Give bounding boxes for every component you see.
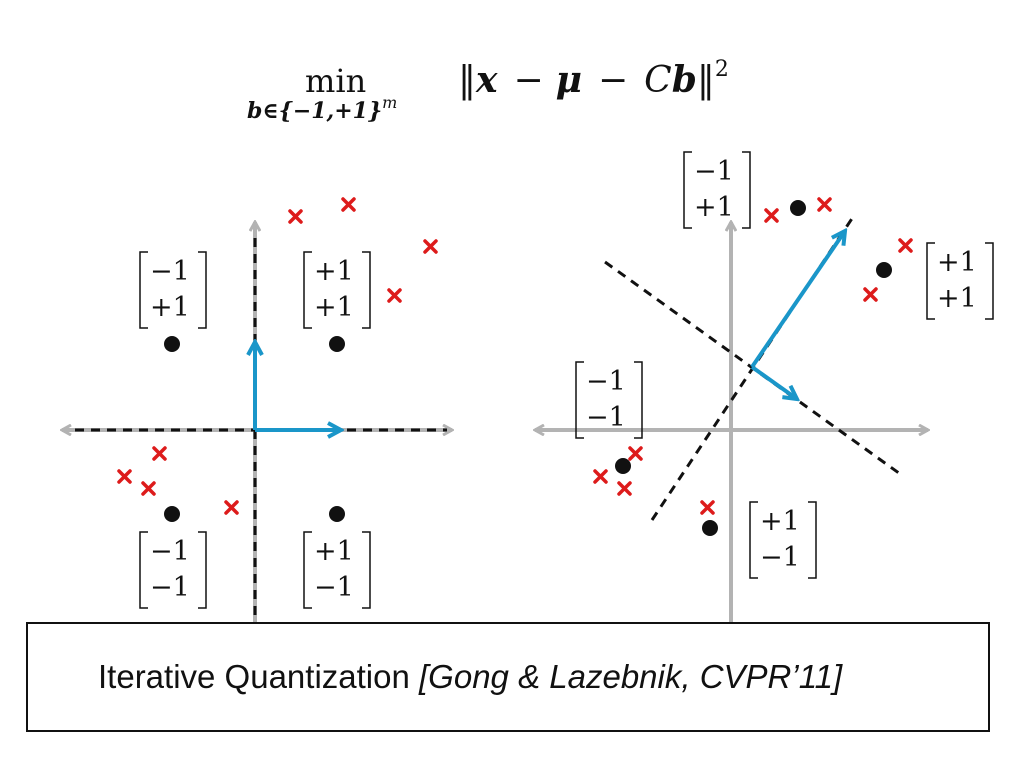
dot-icon xyxy=(615,458,631,474)
dot-icon xyxy=(164,506,180,522)
right-label-neg-pos: −1 +1 xyxy=(683,151,751,229)
formula-b: b xyxy=(672,59,697,101)
label-top: −1 xyxy=(150,536,190,567)
label-top: +1 xyxy=(937,247,977,278)
cross-icon xyxy=(898,238,913,253)
label-bottom: +1 xyxy=(937,283,977,314)
right-label-neg-neg: −1 −1 xyxy=(575,361,643,439)
left-label-neg-pos: −1 +1 xyxy=(139,251,207,329)
right-basis-arrow-1 xyxy=(750,231,845,369)
cross-icon xyxy=(387,288,402,303)
formula-subscript: b∈{−1,+1}m xyxy=(247,93,397,124)
label-top: −1 xyxy=(586,366,626,397)
label-bottom: +1 xyxy=(314,292,354,323)
left-label-neg-neg: −1 −1 xyxy=(139,531,207,609)
label-bottom: −1 xyxy=(150,572,190,603)
dot-icon xyxy=(329,336,345,352)
label-bottom: −1 xyxy=(314,572,354,603)
dot-icon xyxy=(702,520,718,536)
cross-icon xyxy=(817,197,832,212)
label-top: −1 xyxy=(694,156,734,187)
caption-citation: [Gong & Lazebnik, CVPR’11] xyxy=(419,658,843,695)
dot-icon xyxy=(164,336,180,352)
caption-title: Iterative Quantization xyxy=(98,658,420,695)
cross-icon xyxy=(423,239,438,254)
formula-subscript-set: b∈{−1,+1} xyxy=(247,98,382,124)
label-top: +1 xyxy=(314,536,354,567)
right-basis-arrow-2 xyxy=(750,365,797,399)
label-bottom: +1 xyxy=(150,292,190,323)
cross-icon xyxy=(628,446,643,461)
cross-icon xyxy=(152,446,167,461)
cross-icon xyxy=(341,197,356,212)
cross-icon xyxy=(224,500,239,515)
formula-min: min xyxy=(305,62,366,100)
left-label-pos-pos: +1 +1 xyxy=(303,251,371,329)
formula-norm-close: ‖ xyxy=(697,60,715,101)
right-panel: −1 +1 +1 +1 −1 −1 +1 −1 xyxy=(535,151,994,625)
formula-minus-2: − xyxy=(598,60,628,101)
formula-x: x xyxy=(475,59,498,101)
cross-icon xyxy=(863,287,878,302)
formula-norm-expression: ‖x−μ−Cb‖2 xyxy=(458,57,729,101)
label-bottom: −1 xyxy=(586,402,626,433)
dot-icon xyxy=(329,506,345,522)
label-top: −1 xyxy=(150,256,190,287)
cross-icon xyxy=(141,481,156,496)
formula-subscript-power: m xyxy=(382,93,397,112)
cross-icon xyxy=(593,469,608,484)
left-panel: −1 +1 +1 +1 −1 −1 +1 −1 xyxy=(62,197,452,625)
formula-minus-1: − xyxy=(513,60,543,101)
label-top: +1 xyxy=(760,506,800,537)
dot-icon xyxy=(790,200,806,216)
label-bottom: −1 xyxy=(760,542,800,573)
cross-icon xyxy=(288,209,303,224)
label-bottom: +1 xyxy=(694,192,734,223)
formula-mu: μ xyxy=(556,59,582,101)
dot-icon xyxy=(876,262,892,278)
caption-text: Iterative Quantization [Gong & Lazebnik,… xyxy=(98,658,842,696)
objective-formula: min b∈{−1,+1}m ‖x−μ−Cb‖2 xyxy=(247,57,729,124)
cross-icon xyxy=(700,500,715,515)
right-label-pos-pos: +1 +1 xyxy=(926,242,994,320)
left-label-pos-neg: +1 −1 xyxy=(303,531,371,609)
cross-icon xyxy=(117,469,132,484)
cross-icon xyxy=(764,208,779,223)
label-top: +1 xyxy=(314,256,354,287)
right-label-pos-neg: +1 −1 xyxy=(749,501,817,579)
formula-c: C xyxy=(644,60,672,101)
cross-icon xyxy=(617,481,632,496)
formula-power: 2 xyxy=(715,57,729,82)
formula-norm-open: ‖ xyxy=(458,60,476,101)
caption-box: Iterative Quantization [Gong & Lazebnik,… xyxy=(26,622,990,732)
